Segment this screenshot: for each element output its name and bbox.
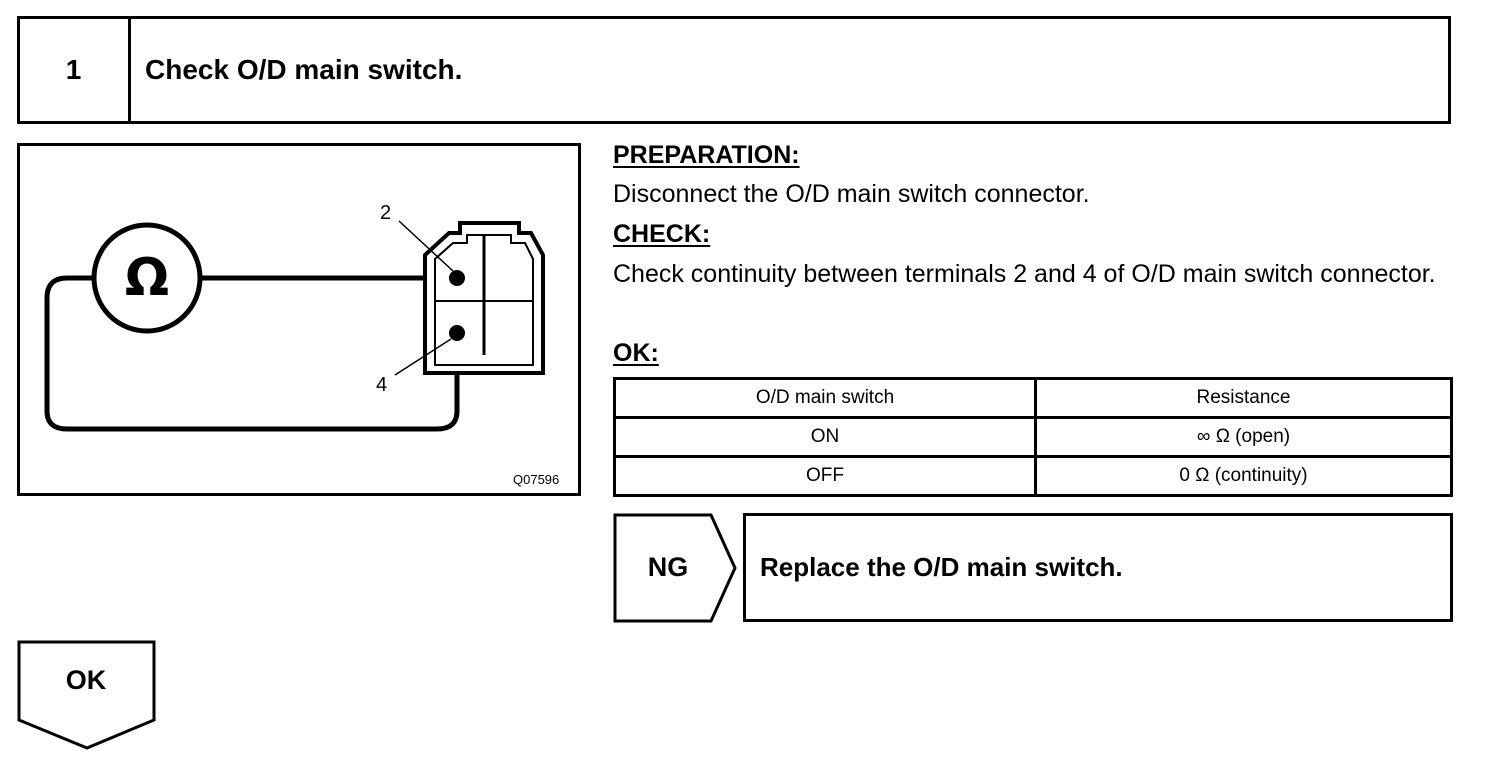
terminal-2-dot — [449, 270, 465, 286]
table-header-cell: O/D main switch — [613, 377, 1037, 419]
step-title: Check O/D main switch. — [145, 54, 463, 85]
step-header-divider — [128, 16, 131, 124]
ok-heading: OK: — [613, 339, 659, 367]
ng-action-text: Replace the O/D main switch. — [760, 552, 1123, 582]
ok-down-arrow-icon — [17, 640, 156, 750]
preparation-text: Disconnect the O/D main switch connector… — [613, 180, 1090, 208]
terminal-2-label: 2 — [380, 202, 391, 224]
ok-label: OK — [65, 664, 107, 695]
wire-to-terminal-4 — [44, 275, 460, 432]
table-cell: 0 Ω (continuity) — [1034, 455, 1453, 497]
table-row: ON ∞ Ω (open) — [613, 416, 1453, 458]
ohmmeter-connector-diagram: Ω 2 4 — [44, 202, 545, 432]
ohm-symbol: Ω — [125, 248, 169, 308]
step-header-box — [17, 16, 1451, 124]
terminal-4-label: 4 — [376, 374, 387, 396]
ohmmeter-icon — [91, 222, 203, 334]
ng-label: NG — [647, 551, 689, 582]
preparation-heading: PREPARATION: — [613, 141, 800, 169]
terminal-4-dot — [449, 325, 465, 341]
resistance-table: O/D main switch Resistance ON ∞ Ω (open)… — [613, 377, 1453, 497]
check-text: Check continuity between terminals 2 and… — [613, 260, 1436, 288]
table-row: OFF 0 Ω (continuity) — [613, 455, 1453, 497]
step-number: 1 — [65, 54, 82, 85]
table-header-cell: Resistance — [1034, 377, 1453, 419]
check-heading: CHECK: — [613, 220, 711, 248]
figure-code: Q07596 — [513, 472, 560, 487]
table-cell: ON — [613, 416, 1037, 458]
table-cell: OFF — [613, 455, 1037, 497]
ng-arrow-icon — [613, 513, 737, 623]
figure-frame — [17, 143, 581, 496]
table-cell: ∞ Ω (open) — [1034, 416, 1453, 458]
table-header-row: O/D main switch Resistance — [613, 377, 1453, 419]
ng-action-box — [743, 513, 1453, 622]
